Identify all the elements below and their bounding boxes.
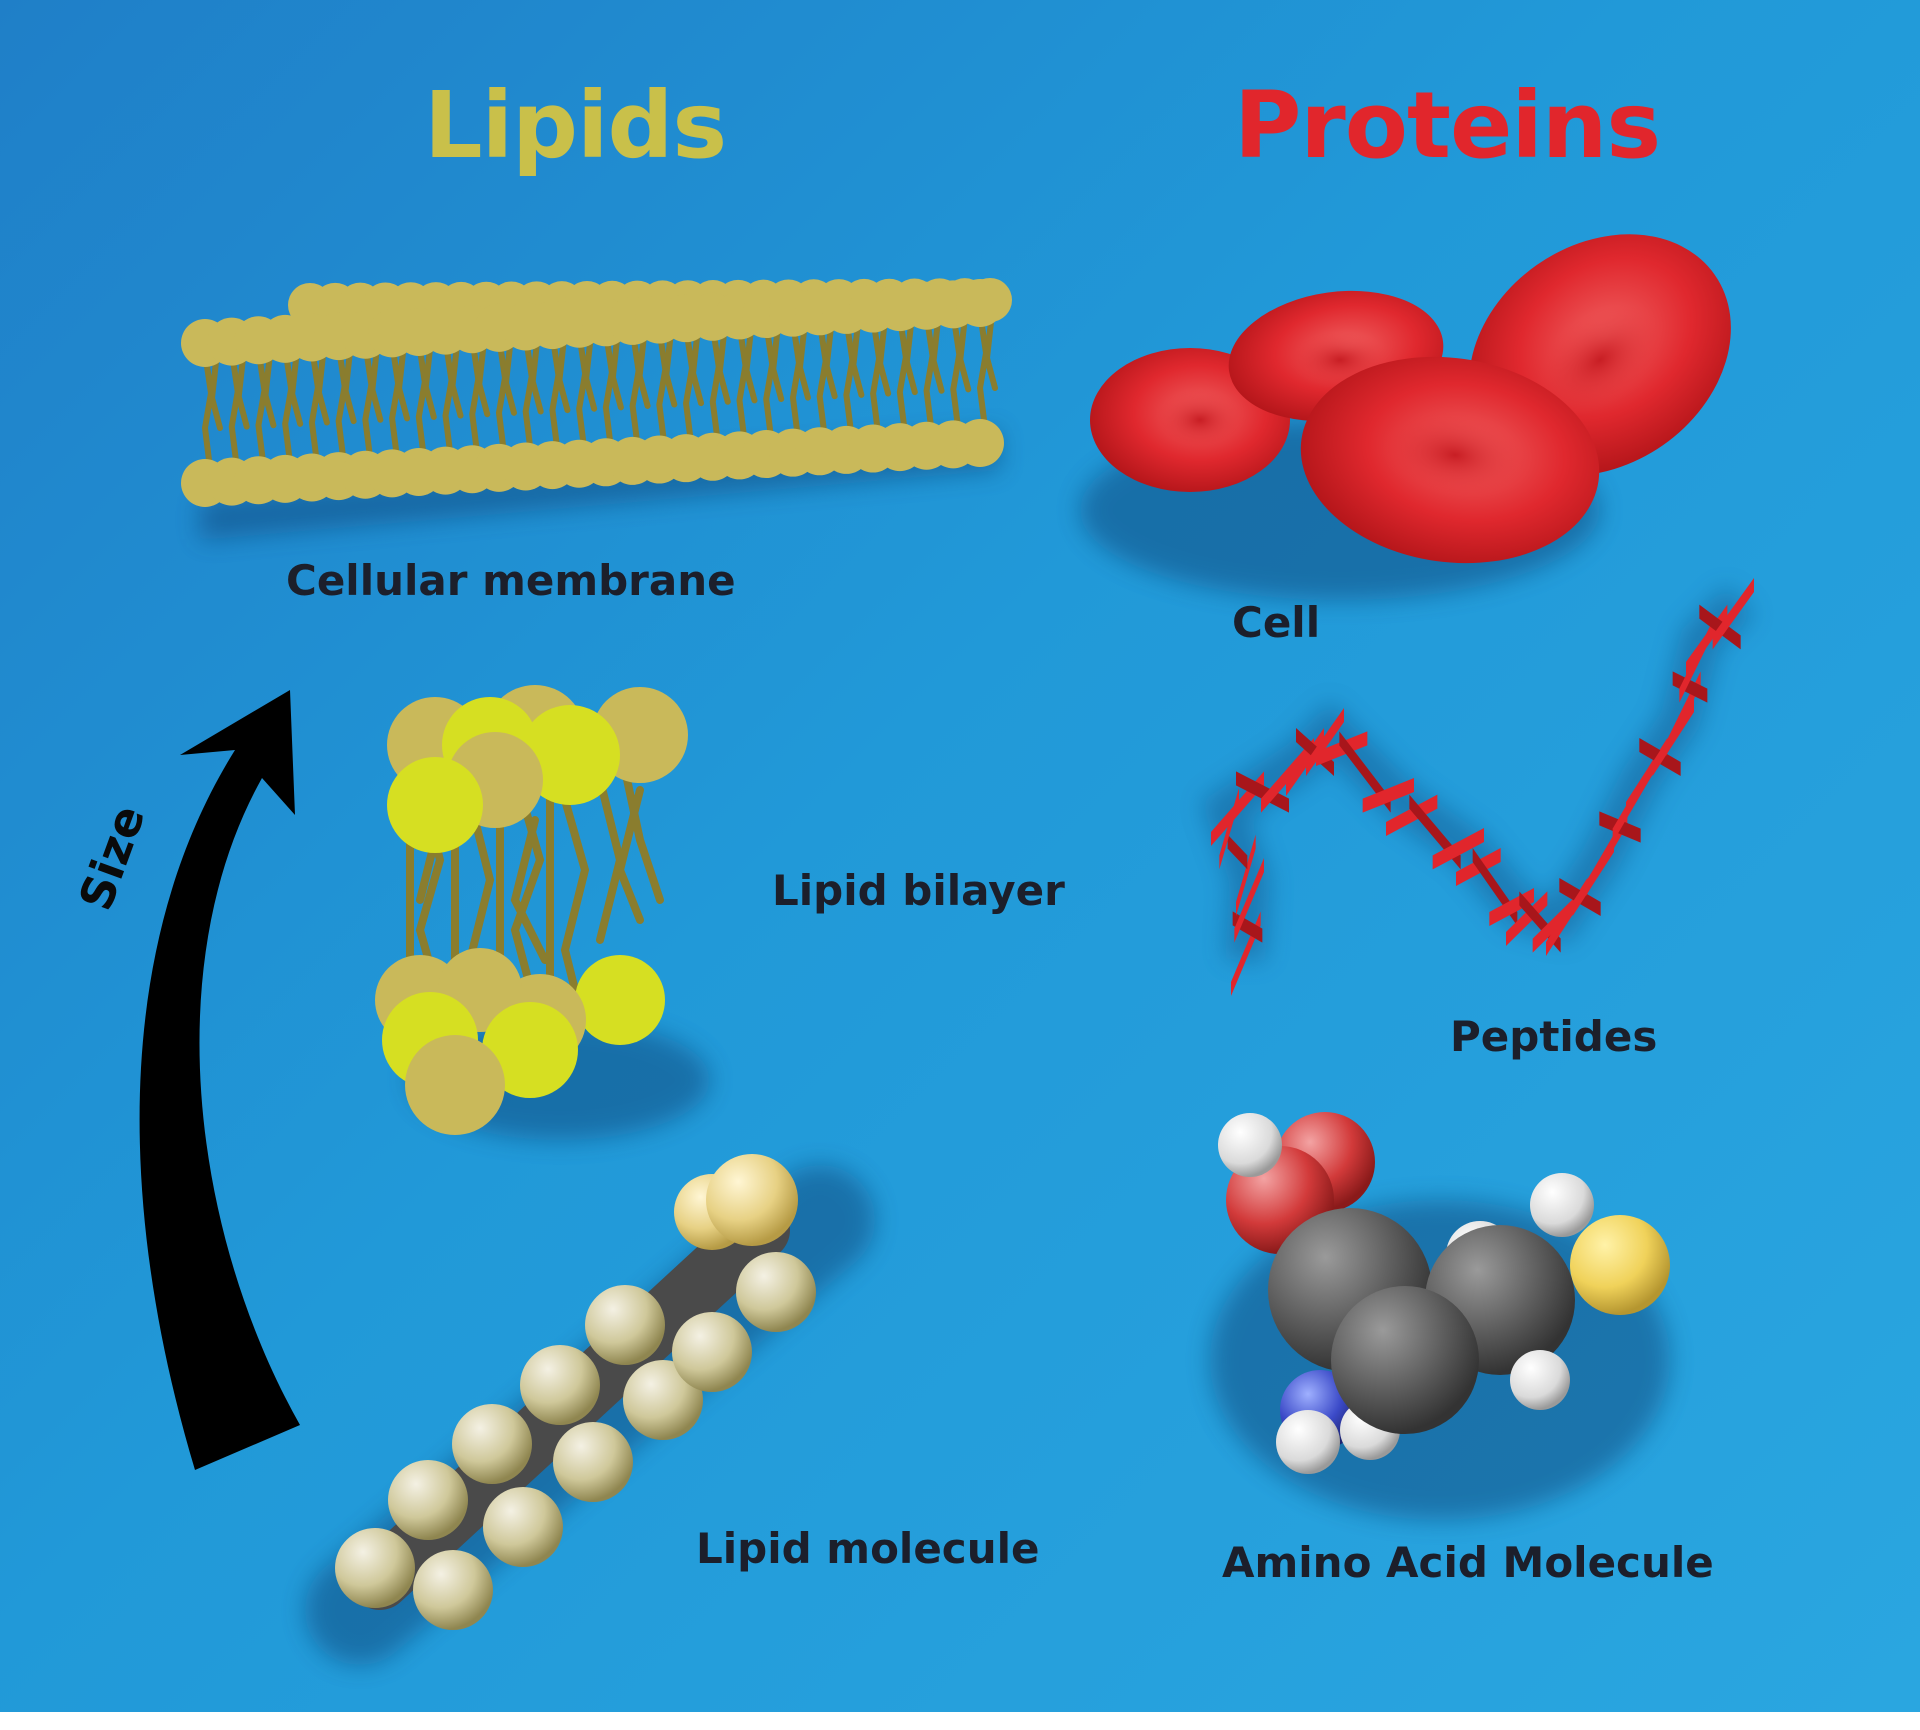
lipid-tail bbox=[362, 341, 375, 463]
lipid-tail bbox=[957, 311, 972, 393]
lipid-tail bbox=[583, 330, 598, 412]
lipid-tail bbox=[529, 333, 544, 415]
helix-ribbon-segment bbox=[1234, 858, 1264, 943]
cell-label: Cell bbox=[1232, 598, 1321, 647]
lipid-tail bbox=[389, 340, 402, 462]
lipid-tail bbox=[422, 338, 437, 420]
lipid-tail bbox=[663, 326, 678, 408]
lipid-head bbox=[956, 279, 1004, 327]
lipid-tail bbox=[816, 318, 829, 440]
amino-acid-molecule-label: Amino Acid Molecule bbox=[1222, 1538, 1714, 1587]
lipid-tail bbox=[602, 329, 615, 451]
lipid-tail bbox=[789, 319, 802, 441]
lipid-tail bbox=[976, 310, 990, 431]
lipid-tail bbox=[850, 316, 865, 398]
lipid-tail bbox=[522, 333, 535, 455]
helix-ribbon-segment bbox=[1672, 671, 1708, 703]
lipid-molecule-illustration bbox=[305, 1154, 875, 1665]
amino-acid-molecule-illustration bbox=[1210, 1112, 1670, 1520]
lipid-tail bbox=[636, 327, 651, 409]
lipid-tail bbox=[736, 322, 749, 444]
lipid-tail bbox=[369, 341, 384, 423]
lipid-tail bbox=[495, 334, 509, 456]
lipid-tail bbox=[796, 319, 811, 401]
lipid-tail bbox=[262, 347, 277, 429]
lipid-tail bbox=[235, 348, 250, 430]
helix-ribbon-segment bbox=[1306, 708, 1344, 776]
lipid-tail bbox=[289, 345, 304, 427]
proteins-heading: Proteins bbox=[1234, 72, 1661, 179]
lipid-tail bbox=[823, 318, 838, 400]
lipid-bilayer-illustration bbox=[375, 685, 710, 1140]
lipid-molecule-label: Lipid molecule bbox=[696, 1524, 1040, 1573]
helix-ribbon-segment bbox=[1339, 731, 1391, 813]
lipid-tail bbox=[315, 344, 330, 426]
helix-ribbon-segment bbox=[1227, 834, 1248, 870]
cells-illustration bbox=[1080, 234, 1731, 600]
cellular-membrane-illustration bbox=[181, 278, 1012, 540]
helix-ribbon-segment bbox=[1316, 731, 1368, 766]
lipid-tail bbox=[442, 337, 455, 459]
lipid-tail bbox=[923, 312, 936, 434]
lipid-tail bbox=[743, 322, 758, 404]
helix-ribbon-segment bbox=[1506, 891, 1548, 946]
lipid-tail bbox=[683, 325, 696, 447]
lipid-tail bbox=[896, 314, 909, 436]
lipid-tail bbox=[576, 330, 589, 452]
cellular-membrane-label: Cellular membrane bbox=[286, 556, 736, 605]
lipid-tail bbox=[556, 332, 571, 414]
lipid-tail bbox=[282, 345, 295, 467]
peptides-illustration bbox=[1200, 578, 1755, 996]
lipid-tail bbox=[342, 343, 357, 425]
helix-ribbon-segment bbox=[1532, 898, 1574, 953]
lipid-tail bbox=[255, 347, 268, 469]
lipid-tail bbox=[335, 343, 348, 465]
lipid-tail bbox=[903, 314, 918, 396]
lipid-tail bbox=[396, 340, 411, 422]
lipid-head bbox=[956, 419, 1004, 467]
lipid-tail bbox=[469, 336, 482, 458]
lipid-tail bbox=[476, 336, 491, 418]
helix-ribbon-segment bbox=[1236, 771, 1289, 813]
lipid-tail bbox=[930, 312, 945, 394]
lipid-tail bbox=[983, 310, 998, 391]
lipid-tail bbox=[709, 323, 722, 445]
lipids-heading: Lipids bbox=[424, 72, 727, 179]
lipid-tail bbox=[763, 321, 776, 443]
lipid-tail bbox=[770, 321, 785, 403]
lipid-tail bbox=[629, 327, 642, 449]
size-arrow bbox=[139, 690, 300, 1470]
lipid-tail bbox=[716, 323, 731, 405]
lipid-tail bbox=[201, 350, 215, 471]
lipid-tail bbox=[308, 344, 321, 466]
lipid-tail bbox=[449, 337, 464, 419]
lipid-tail bbox=[870, 315, 883, 437]
helix-ribbon-segment bbox=[1236, 834, 1256, 916]
helix-ribbon-segment bbox=[1261, 738, 1314, 813]
helix-ribbon-segment bbox=[1432, 828, 1484, 870]
lipid-tail bbox=[609, 329, 624, 411]
helix-ribbon-segment bbox=[1362, 778, 1414, 813]
lipid-tail bbox=[656, 326, 669, 448]
lipid-tail bbox=[877, 315, 892, 397]
helix-ribbon-segment bbox=[1712, 578, 1754, 650]
helix-ribbon-segment bbox=[1386, 794, 1438, 836]
lipid-tail bbox=[549, 332, 562, 454]
red-blood-cell bbox=[1300, 356, 1600, 564]
lipid-bilayer-label: Lipid bilayer bbox=[772, 866, 1065, 915]
lipid-tail bbox=[502, 334, 517, 416]
lipid-tail bbox=[228, 348, 241, 470]
lipid-tail bbox=[208, 350, 223, 431]
lipid-tail bbox=[950, 311, 963, 433]
lipid-tail bbox=[415, 338, 428, 460]
lipid-tail bbox=[689, 325, 705, 407]
peptides-label: Peptides bbox=[1450, 1012, 1658, 1061]
lipid-tail bbox=[843, 316, 856, 438]
